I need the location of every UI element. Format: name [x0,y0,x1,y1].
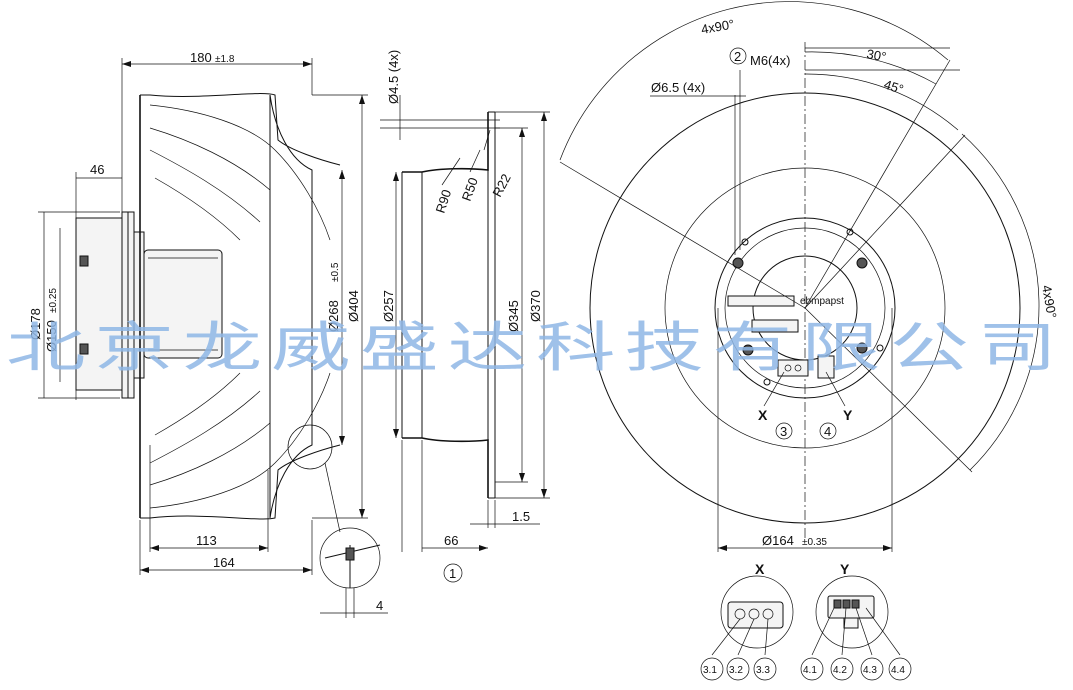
dim-d150: Ø150 [44,320,59,352]
inlet-view: Ø4.5 (4x) R90 R50 R22 Ø257 Ø345 [380,50,550,583]
callout-4 [819,422,837,440]
nozzle-profile-top [402,112,489,173]
dim-d345: Ø345 [506,300,521,332]
connector-y [817,355,835,379]
dim-m6: M6(4x) [750,53,790,68]
y-pin-1: 4.1 [803,665,817,676]
dim-d268: Ø268 [326,300,341,332]
dim-180: 180 [190,50,212,65]
callout-3 [775,422,793,440]
detail-x-circle [720,575,794,649]
x-pin-3: 3.3 [756,665,770,676]
callout-2-label: 2 [734,49,741,64]
dim-180-tol: ±1.8 [215,54,235,65]
angle-30: 30° [865,46,887,64]
angle-4x90-top: 4x90° [700,16,735,37]
angle-45: 45° [882,77,905,97]
dim-46: 46 [90,162,104,177]
y-pin-4: 4.4 [891,665,905,676]
watermark-text: 北京龙威盛达科技有限公司 [6,316,1066,379]
callout-2 [729,47,747,65]
dim-r22: R22 [489,171,513,199]
dim-d370: Ø370 [528,290,543,322]
mount-hole-br [856,342,868,354]
callout-3-label: 3 [780,424,787,439]
dim-1-5: 1.5 [512,509,530,524]
dim-d268-tol: ±0.5 [330,262,341,282]
mount-hole-tr [856,257,868,269]
dim-164: 164 [213,555,235,570]
dim-66: 66 [444,533,458,548]
detail-y-circle [815,575,889,649]
callout-4-label: 4 [824,424,831,439]
detail-x-title: X [755,561,765,577]
connector-x [777,359,809,377]
y-pin-3: 4.3 [863,665,877,676]
label-y: Y [843,407,853,423]
callout-1-label: 1 [449,566,456,581]
callout-1 [443,563,463,583]
mount-hole-tl [732,257,744,269]
dim-d164-tol: ±0.35 [802,537,827,548]
dim-d404: Ø404 [346,290,361,322]
rotor-hub [143,249,223,359]
dim-d164: Ø164 [762,533,794,548]
dim-d178: Ø178 [28,308,43,340]
mount-hole-bl [742,344,754,356]
dim-d257: Ø257 [381,290,396,322]
dim-d150-tol: ±0.25 [48,288,59,313]
dim-d4-5: Ø4.5 (4x) [386,50,401,104]
connector-details: X 3.1 3.2 3.3 Y 4.1 4.2 4.3 4.4 [700,561,912,681]
dim-113: 113 [196,533,217,548]
detail-circle [287,424,333,470]
front-view: ebmpapst 4x90° 4x90° 30° 45° 2 M6(4x) Ø6… [559,1,1060,552]
side-view: 180 ±1.8 46 Ø178 Ø150 ±0.25 [28,50,388,618]
detail-y-title: Y [840,561,850,577]
nozzle-profile-bottom [402,437,489,498]
dim-4: 4 [376,598,383,613]
dim-r90: R90 [433,188,455,215]
x-pin-1: 3.1 [703,665,717,676]
dim-r50: R50 [459,175,481,203]
detail-x-connector [727,601,784,629]
dim-d6-5: Ø6.5 (4x) [651,80,705,95]
angle-4x90-right: 4x90° [1039,284,1060,319]
x-pin-2: 3.2 [729,665,743,676]
brand-label: ebmpapst [800,296,844,307]
label-x: X [758,407,768,423]
y-pin-2: 4.2 [833,665,847,676]
